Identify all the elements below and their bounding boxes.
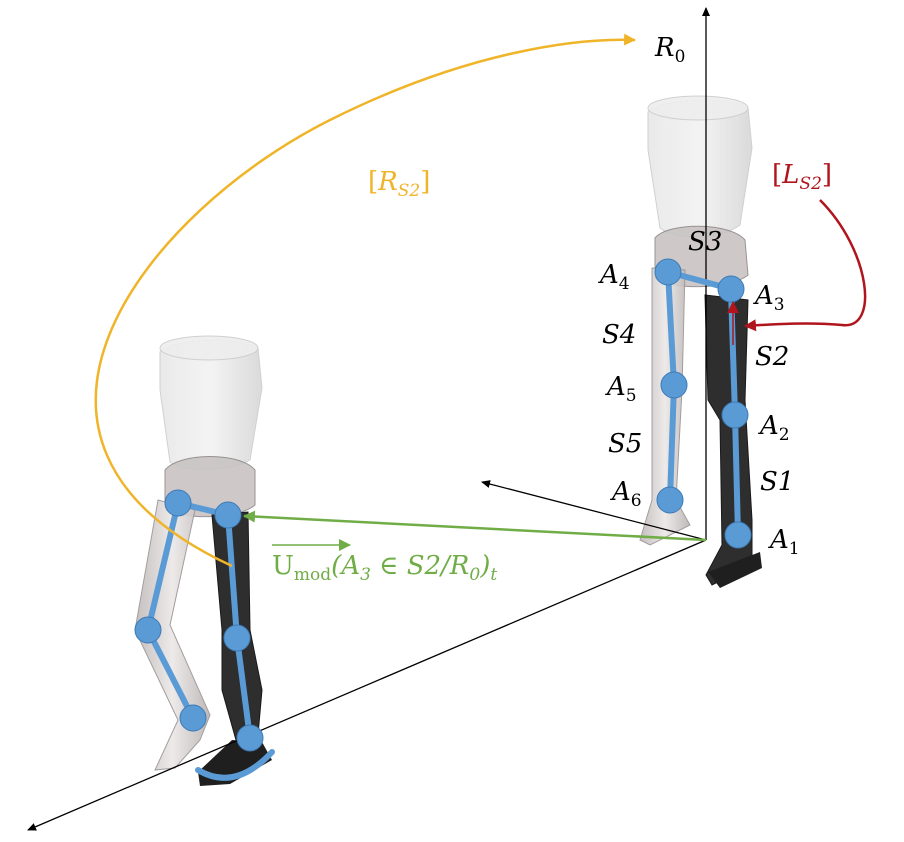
joint-a5 (661, 372, 687, 398)
joint-a2 (722, 402, 748, 428)
axes (28, 8, 706, 830)
joint-a6 (657, 487, 683, 513)
joint-a4 (655, 259, 681, 285)
velocity-arrow (244, 516, 706, 540)
joint-label-a4: A4 (598, 260, 630, 294)
rotation-label: [RS2] (368, 167, 430, 201)
segment-label-s1: S1 (760, 467, 794, 497)
velocity-label: Umod(A3 ∈ S2/R0)t (272, 551, 497, 585)
right-torso (648, 100, 752, 237)
segment-label-s2: S2 (755, 342, 789, 372)
translation-label: [LS2] (772, 160, 832, 194)
segment-label-s4: S4 (602, 320, 636, 350)
joint-label-a3: A3 (753, 281, 785, 315)
joint-label-a5: A5 (605, 372, 637, 406)
segment-label-s5: S5 (608, 429, 642, 459)
joint-label-a1: A1 (768, 525, 800, 559)
segment-label-s3: S3 (688, 227, 722, 257)
joint-label-a6: A6 (610, 477, 642, 511)
right-mannequin (640, 96, 762, 588)
joint-a3 (718, 276, 744, 302)
origin-label: R0 (654, 33, 685, 67)
joint-a1 (725, 522, 751, 548)
joint-label-a2: A2 (758, 411, 790, 445)
